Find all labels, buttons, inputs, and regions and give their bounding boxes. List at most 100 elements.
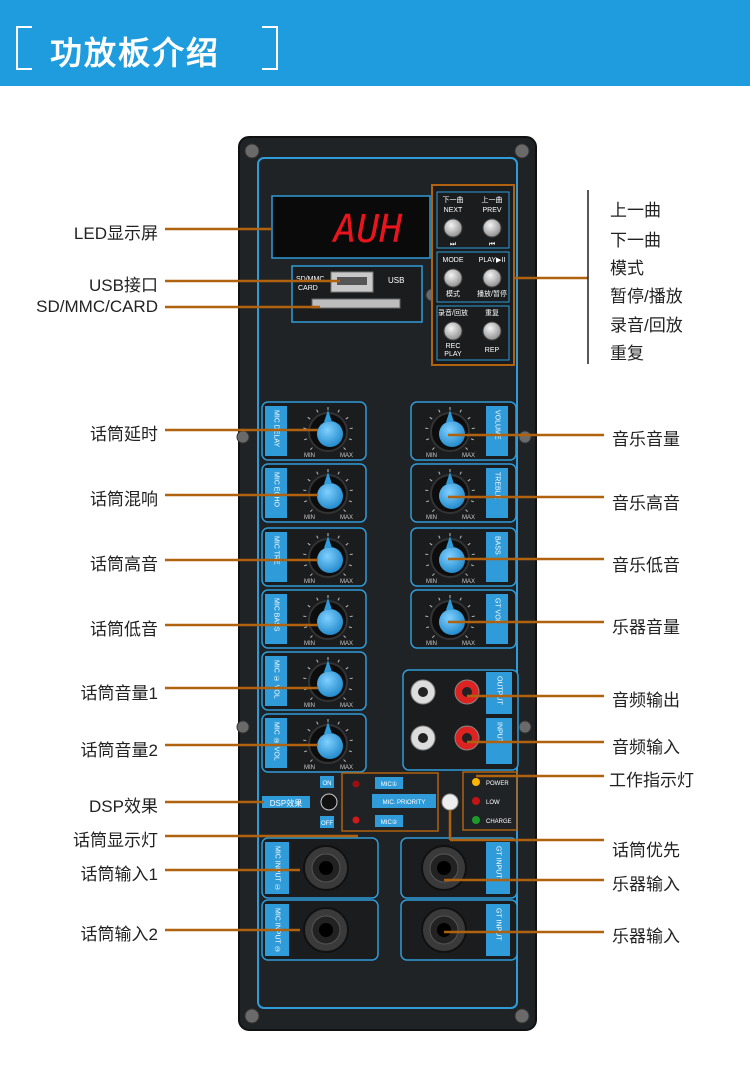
gt-jack-tag-text-0: GT INPUT — [495, 846, 502, 879]
power-text: POWER — [486, 781, 509, 787]
btn-play-label: PLAY▶II — [479, 257, 506, 264]
status-led-box — [462, 771, 518, 831]
mic-priority-switch[interactable] — [441, 793, 459, 811]
left-knob-tag-2 — [265, 532, 287, 582]
label-led-display: LED显示屏 — [73, 224, 158, 243]
label-sd: SD/MMC/CARD — [36, 297, 158, 316]
label-mic-led: 话筒显示灯 — [73, 831, 158, 850]
power-led — [472, 778, 480, 786]
left-knob-tag-1 — [265, 468, 287, 518]
left-knob-min-5: MIN — [304, 765, 315, 771]
label-mic-vol2: 话筒音量2 — [80, 741, 158, 760]
prev-icon: ⏮ — [489, 241, 495, 248]
label-next-track: 下一曲 — [610, 231, 661, 250]
usb-port-inner — [337, 277, 367, 285]
gt-jack-tag-0 — [486, 842, 510, 894]
label-prev-track: 上一曲 — [610, 201, 661, 220]
mode-button[interactable] — [443, 268, 463, 288]
label-mic-in2: 话筒输入2 — [80, 925, 158, 944]
label-audio-out: 音频输出 — [612, 691, 680, 710]
mic-jack-tag-0 — [265, 842, 289, 894]
bracket-left — [16, 26, 32, 70]
btn-rep-cn: 重复 — [485, 308, 499, 317]
left-knob-3[interactable] — [317, 609, 343, 635]
left-knob-2[interactable] — [317, 547, 343, 573]
right-knob-min-2: MIN — [426, 579, 437, 585]
right-knob-tag-3 — [486, 594, 508, 644]
left-knob-max-2: MAX — [340, 579, 353, 585]
label-repeat: 重复 — [610, 344, 644, 363]
left-knob-min-1: MIN — [304, 515, 315, 521]
label-mic-delay: 话筒延时 — [90, 425, 158, 444]
priority-tag — [372, 794, 436, 808]
sd-card-label: SD/MMC — [296, 276, 324, 283]
mic2-tag-text: MIC② — [381, 819, 398, 826]
rec-play-button[interactable] — [443, 321, 463, 341]
left-knob-min-3: MIN — [304, 641, 315, 647]
left-knob-tag-text-3: MIC BASS — [273, 598, 280, 632]
repeat-button[interactable] — [482, 321, 502, 341]
label-music-bass: 音乐低音 — [612, 556, 680, 575]
left-knob-tag-text-4: MIC ① VOL — [273, 660, 280, 699]
sd-slot[interactable] — [311, 298, 401, 309]
audio-in-text: INPUT — [496, 722, 503, 744]
mic2-tag — [375, 815, 403, 827]
left-knob-5[interactable] — [317, 733, 343, 759]
label-gt-vol: 乐器音量 — [612, 618, 680, 637]
left-knob-max-3: MAX — [340, 641, 353, 647]
btn-rec-label-2: PLAY — [444, 351, 462, 358]
right-knob-tag-0 — [486, 406, 508, 456]
left-knob-tag-4 — [265, 656, 287, 706]
led-display — [271, 195, 431, 259]
mic2-led — [352, 816, 360, 824]
bracket-right — [262, 26, 278, 70]
mic1-led — [352, 780, 360, 788]
sd-card-label-2: CARD — [298, 285, 318, 292]
leader-lines — [165, 227, 604, 934]
dsp-switch[interactable] — [320, 793, 338, 811]
header-banner: 功放板介绍 — [0, 0, 750, 86]
right-knob-max-2: MAX — [462, 579, 475, 585]
charge-led — [472, 816, 480, 824]
right-knob-min-1: MIN — [426, 515, 437, 521]
left-knob-max-1: MAX — [340, 515, 353, 521]
label-dsp: DSP效果 — [89, 797, 158, 816]
dsp-on-tag — [320, 776, 334, 788]
charge-text: CHARGE — [486, 819, 512, 825]
usb-port-label: USB — [388, 276, 404, 285]
dsp-off-text: OFF — [321, 821, 333, 827]
panel-border — [257, 157, 518, 1009]
gt-jack-tag-text-1: GT INPUT — [495, 908, 502, 941]
left-knob-min-2: MIN — [304, 579, 315, 585]
prev-button[interactable] — [482, 218, 502, 238]
left-knob-tag-text-5: MIC ② VOL — [273, 722, 280, 761]
right-knob-tag-2 — [486, 532, 508, 582]
label-pause-play: 暂停/播放 — [610, 287, 683, 306]
next-icon: ⏭ — [450, 241, 457, 248]
btn-rec-label: REC — [446, 343, 461, 350]
left-knob-4[interactable] — [317, 671, 343, 697]
right-knob-tag-text-0: VOLUME — [494, 410, 501, 440]
label-usb: USB接口 — [89, 276, 158, 295]
mic1-tag — [375, 777, 403, 789]
dsp-tag-text: DSP效果 — [270, 798, 302, 808]
dsp-on-text: ON — [323, 781, 332, 787]
play-pause-button[interactable] — [482, 268, 502, 288]
btn-rec-cn: 录音/回放 — [438, 308, 468, 317]
left-knob-0[interactable] — [317, 421, 343, 447]
label-audio-in: 音频输入 — [612, 738, 680, 757]
btn-rep-label: REP — [485, 347, 500, 354]
audio-out-text: OUTPUT — [496, 676, 503, 706]
left-knob-min-4: MIN — [304, 703, 315, 709]
label-mic-priority: 话筒优先 — [612, 841, 680, 860]
next-button[interactable] — [443, 218, 463, 238]
left-knob-tag-3 — [265, 594, 287, 644]
right-knob-tag-text-2: BASS — [494, 536, 501, 555]
left-knob-1[interactable] — [317, 483, 343, 509]
label-mic-bass: 话筒低音 — [90, 620, 158, 639]
right-knob-min-0: MIN — [426, 453, 437, 459]
left-knob-min-0: MIN — [304, 453, 315, 459]
